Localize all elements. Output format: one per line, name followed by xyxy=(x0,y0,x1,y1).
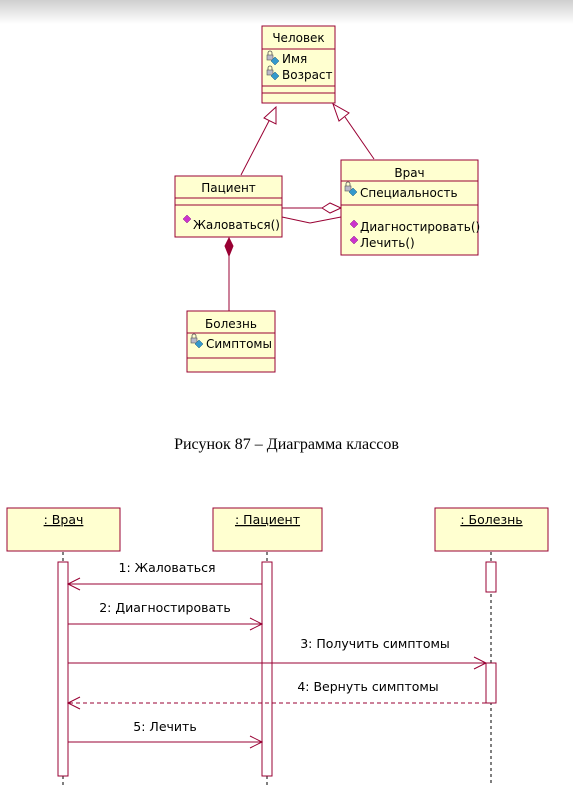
lifeline-dashes xyxy=(62,552,492,785)
message-3-label: 3: Получить симптомы xyxy=(300,636,450,651)
class-doctor-attr-specialty: Специальность xyxy=(360,186,458,200)
aggregation-diamond xyxy=(321,202,343,214)
class-person-attr-name: Имя xyxy=(282,52,307,66)
class-person-attr-age: Возраст xyxy=(282,68,333,82)
message-4-label: 4: Вернуть симптомы xyxy=(297,679,438,694)
class-doctor-op-treat: Лечить() xyxy=(360,236,415,250)
generalization-patient-person xyxy=(240,118,271,176)
activation-patient xyxy=(261,561,273,777)
class-disease[interactable]: Болезнь Симптомы xyxy=(186,310,276,373)
class-patient[interactable]: Пациент Жаловаться() xyxy=(174,175,283,238)
class-person-name: Человек xyxy=(272,31,324,45)
generalization-doctor-person xyxy=(344,116,375,160)
class-doctor-op-diagnose: Диагностировать() xyxy=(360,220,480,234)
activation-doctor xyxy=(57,561,69,777)
generalization-arrowhead-doctor xyxy=(332,102,350,122)
message-2-arrowhead xyxy=(249,617,264,631)
lifeline-doctor-label: : Врач xyxy=(44,512,84,527)
lifeline-doctor[interactable]: : Врач xyxy=(6,507,121,552)
lifeline-patient[interactable]: : Пациент xyxy=(212,507,323,552)
composition-diamond xyxy=(224,236,234,258)
message-1-label: 1: Жаловаться xyxy=(119,560,216,575)
class-disease-name: Болезнь xyxy=(205,317,257,331)
window-top-shade xyxy=(0,0,573,24)
activation-disease-1 xyxy=(485,561,497,593)
message-3-arrowhead xyxy=(473,656,488,670)
class-disease-attr-symptoms: Симптомы xyxy=(206,337,272,351)
activation-disease-2 xyxy=(485,662,497,704)
message-2-label: 2: Диагностировать xyxy=(99,600,231,615)
lifeline-disease[interactable]: : Болезнь xyxy=(434,507,549,552)
class-patient-name: Пациент xyxy=(201,181,256,195)
lifeline-disease-label: : Болезнь xyxy=(460,512,522,527)
aggregation-line-bottom-b xyxy=(309,216,342,224)
class-person[interactable]: Человек Имя Возраст xyxy=(261,25,336,104)
figure-caption: Рисунок 87 – Диаграмма классов xyxy=(174,436,399,453)
lifeline-patient-label: : Пациент xyxy=(235,512,300,527)
message-4-arrowhead xyxy=(66,696,81,710)
messages xyxy=(66,577,488,749)
message-5-arrowhead xyxy=(249,735,264,749)
message-5-label: 5: Лечить xyxy=(133,719,196,734)
aggregation-line-bottom-a xyxy=(281,216,311,224)
generalization-arrowhead-patient xyxy=(263,105,277,125)
class-doctor-name: Врач xyxy=(394,166,424,180)
message-1-arrowhead xyxy=(66,577,81,591)
class-patient-op-complain: Жаловаться() xyxy=(193,218,280,232)
class-doctor[interactable]: Врач Специальность Диагностировать() Леч… xyxy=(340,159,480,256)
